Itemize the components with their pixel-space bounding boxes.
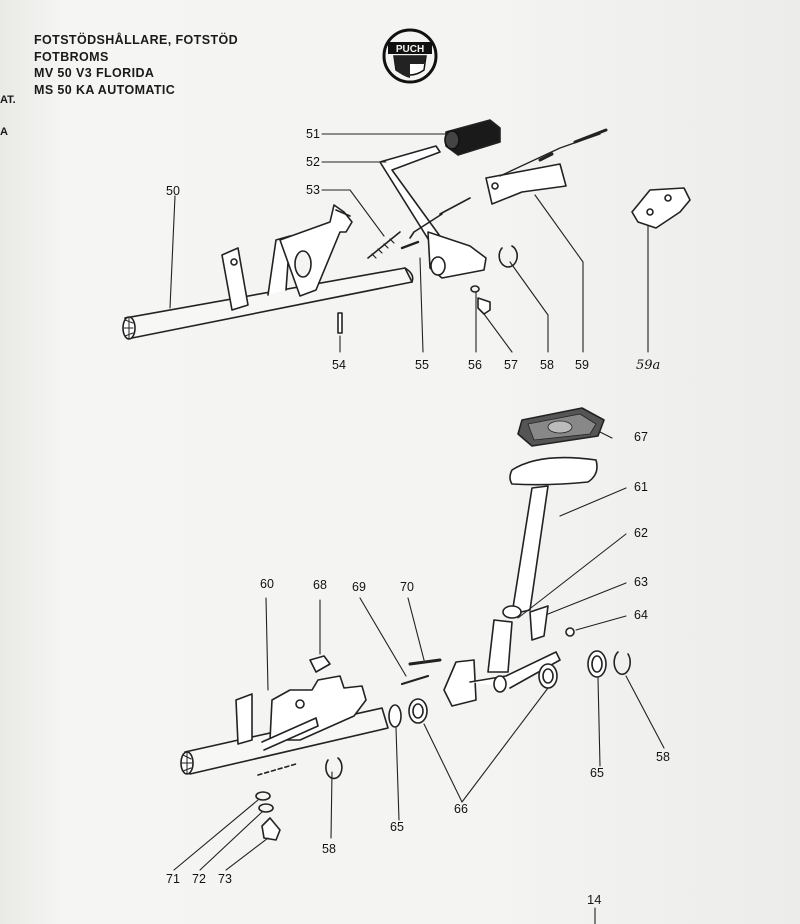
- part-58-circlip-lower-right: [613, 651, 631, 676]
- callout-68: 68: [313, 578, 327, 592]
- margin-fragment-2: A: [0, 126, 8, 138]
- part-58-circlip-upper: [498, 245, 518, 268]
- callout-58-lower-right: 58: [656, 750, 670, 764]
- part-59a-bracket: [631, 187, 691, 229]
- part-56-washer: [470, 285, 480, 293]
- part-58-circlip-lower-left: [325, 757, 343, 780]
- part-55-pin: [400, 240, 420, 250]
- part-65-bushing-right: [587, 650, 607, 678]
- callout-59a: 59a: [636, 358, 661, 373]
- logo-text: PUCH: [396, 44, 424, 55]
- part-66-bushings: [408, 663, 558, 724]
- part-68-grease-nipple: [309, 655, 331, 673]
- part-59-cable-bracket: [485, 128, 608, 205]
- part-65-bushing-left: [388, 704, 402, 728]
- part-71-washer: [255, 791, 271, 801]
- callout-69: 69: [352, 580, 366, 594]
- part-57-nut: [477, 297, 491, 315]
- page-header: FOTSTÖDSHÅLLARE, FOTSTÖD FOTBROMS MV 50 …: [34, 32, 238, 98]
- callout-65-left: 65: [390, 820, 404, 834]
- part-72-washer: [258, 803, 274, 813]
- callout-50: 50: [166, 184, 180, 198]
- callout-55: 55: [415, 358, 429, 372]
- part-69-spring: [400, 674, 430, 686]
- callout-71: 71: [166, 872, 180, 886]
- callout-58-upper: 58: [540, 358, 554, 372]
- callout-63: 63: [634, 575, 648, 589]
- callout-70: 70: [400, 580, 414, 594]
- callout-57: 57: [504, 358, 518, 372]
- callout-66: 66: [454, 802, 468, 816]
- callout-67: 67: [634, 430, 648, 444]
- callout-65-right: 65: [590, 766, 604, 780]
- part-63-key: [529, 605, 549, 641]
- callout-59: 59: [575, 358, 589, 372]
- callout-64: 64: [634, 608, 648, 622]
- callout-53: 53: [306, 183, 320, 197]
- part-70-bolt: [408, 658, 442, 666]
- header-title-line2: FOTBROMS: [34, 49, 109, 64]
- header-model-line2: MS 50 KA AUTOMATIC: [34, 82, 176, 97]
- part-64-nut: [565, 627, 575, 637]
- page-number: 14: [587, 892, 602, 907]
- callout-61: 61: [634, 480, 648, 494]
- callout-52: 52: [306, 155, 320, 169]
- margin-fragment-1: AT.: [0, 94, 16, 106]
- header-model-line1: MV 50 V3 FLORIDA: [34, 66, 155, 80]
- callout-73: 73: [218, 872, 232, 886]
- puch-logo: PUCH: [382, 28, 438, 84]
- callout-62: 62: [634, 526, 648, 540]
- callout-56: 56: [468, 358, 482, 372]
- callout-72: 72: [192, 872, 206, 886]
- header-title-line1: FOTSTÖDSHÅLLARE, FOTSTÖD: [34, 33, 239, 47]
- callout-60: 60: [260, 577, 274, 591]
- part-60-footrest-tube: [180, 675, 389, 776]
- part-50-footrest-tube: [122, 204, 414, 340]
- part-53-spring: [367, 231, 401, 259]
- callout-54: 54: [332, 358, 346, 372]
- part-52-brake-lever: [379, 145, 487, 279]
- part-51-rubber-pad: [444, 119, 501, 156]
- part-67-pedal-rubber: [517, 407, 605, 447]
- callout-58-lower-left: 58: [322, 842, 336, 856]
- part-54-pin: [337, 312, 343, 334]
- part-73-bolt: [261, 817, 281, 841]
- part-61-pedal-arm: [443, 456, 598, 707]
- callout-51: 51: [306, 127, 320, 141]
